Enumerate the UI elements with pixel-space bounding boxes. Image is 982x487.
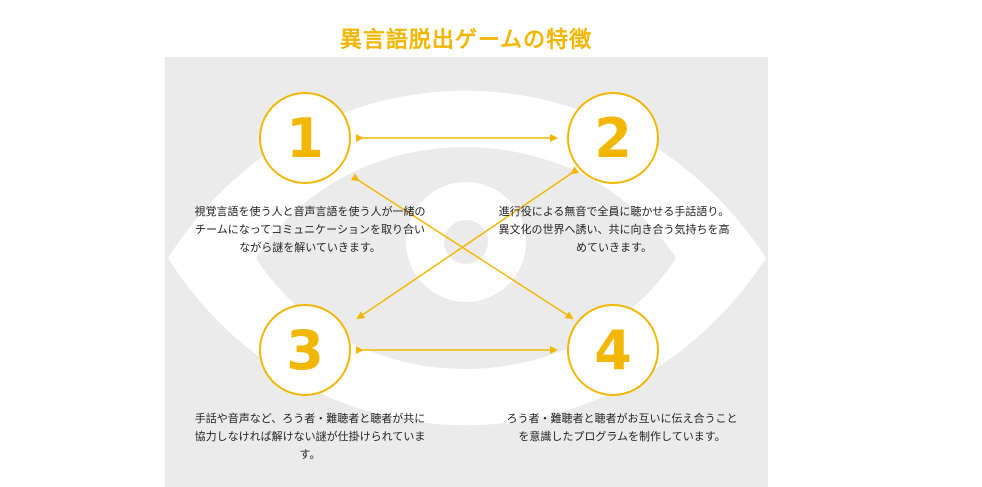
feature-4-number: 4	[569, 306, 657, 394]
feature-3-line: 協力しなければ解けない謎が仕掛けられていま	[186, 428, 434, 446]
feature-3-circle: 3	[259, 304, 351, 396]
feature-2-line: 進行役による無音で全員に聴かせる手話語り。	[490, 203, 738, 221]
feature-3-line: す。	[186, 446, 434, 464]
feature-1-description: 視覚言語を使う人と音声言語を使う人が一緒の チームになってコミュニケーションを取…	[186, 203, 434, 257]
feature-1-line: ながら謎を解いていきます。	[186, 239, 434, 257]
feature-4-line: を意識したプログラムを制作しています。	[498, 428, 746, 446]
feature-3-line: 手話や音声など、ろう者・難聴者と聴者が共に	[186, 410, 434, 428]
feature-3-description: 手話や音声など、ろう者・難聴者と聴者が共に 協力しなければ解けない謎が仕掛けられ…	[186, 410, 434, 464]
feature-3-number: 3	[261, 306, 349, 394]
feature-2-line: 異文化の世界へ誘い、共に向き合う気持ちを高	[490, 221, 738, 239]
feature-2-number: 2	[569, 94, 657, 182]
feature-4-line: ろう者・難聴者と聴者がお互いに伝え合うこと	[498, 410, 746, 428]
feature-1-line: 視覚言語を使う人と音声言語を使う人が一緒の	[186, 203, 434, 221]
feature-2-line: めていきます。	[490, 239, 738, 257]
feature-2-description: 進行役による無音で全員に聴かせる手話語り。 異文化の世界へ誘い、共に向き合う気持…	[490, 203, 738, 257]
feature-1-number: 1	[261, 94, 349, 182]
feature-4-description: ろう者・難聴者と聴者がお互いに伝え合うこと を意識したプログラムを制作しています…	[498, 410, 746, 446]
feature-2-circle: 2	[567, 92, 659, 184]
feature-1-circle: 1	[259, 92, 351, 184]
feature-4-circle: 4	[567, 304, 659, 396]
feature-1-line: チームになってコミュニケーションを取り合い	[186, 221, 434, 239]
